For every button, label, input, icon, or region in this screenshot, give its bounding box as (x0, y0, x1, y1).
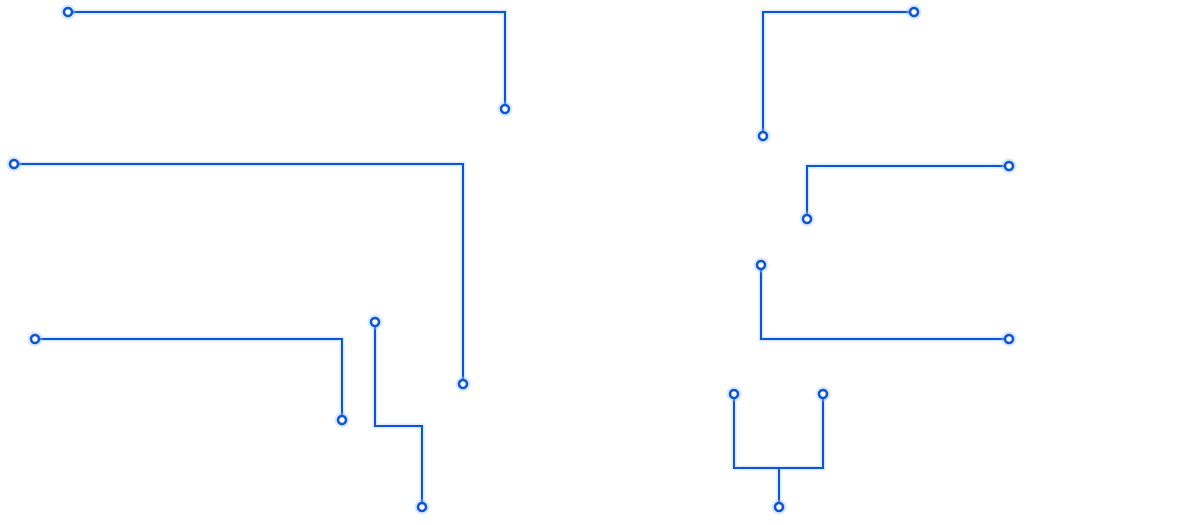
connector-right-lower (753, 257, 1017, 347)
connector-node (8, 158, 20, 170)
connector-left-step (367, 314, 430, 515)
connector-right-fork (726, 386, 831, 515)
connector-node (728, 388, 740, 400)
connector-path (806, 165, 1009, 219)
connector-path (35, 338, 343, 420)
connector-node (817, 388, 829, 400)
connector-right-top (755, 4, 922, 144)
connector-node (29, 333, 41, 345)
connector-node (457, 378, 469, 390)
connector-node (773, 501, 785, 513)
connector-node (908, 6, 920, 18)
connector-left-top (60, 4, 513, 117)
connector-node (801, 213, 813, 225)
connector-left-long (6, 156, 471, 392)
connector-left-bottom (27, 331, 350, 428)
connector-node (1003, 160, 1015, 172)
connector-node (62, 6, 74, 18)
connector-node (757, 130, 769, 142)
connector-path (760, 265, 1009, 340)
connector-path (733, 394, 824, 469)
connector-node (499, 103, 511, 115)
connector-path (374, 322, 423, 507)
connector-path (68, 11, 506, 109)
connector-node (755, 259, 767, 271)
connector-path (762, 11, 914, 136)
connector-right-upper (799, 158, 1017, 227)
connector-node (1003, 333, 1015, 345)
connector-node (336, 414, 348, 426)
connector-node (369, 316, 381, 328)
connector-node (416, 501, 428, 513)
connector-path (14, 163, 464, 384)
